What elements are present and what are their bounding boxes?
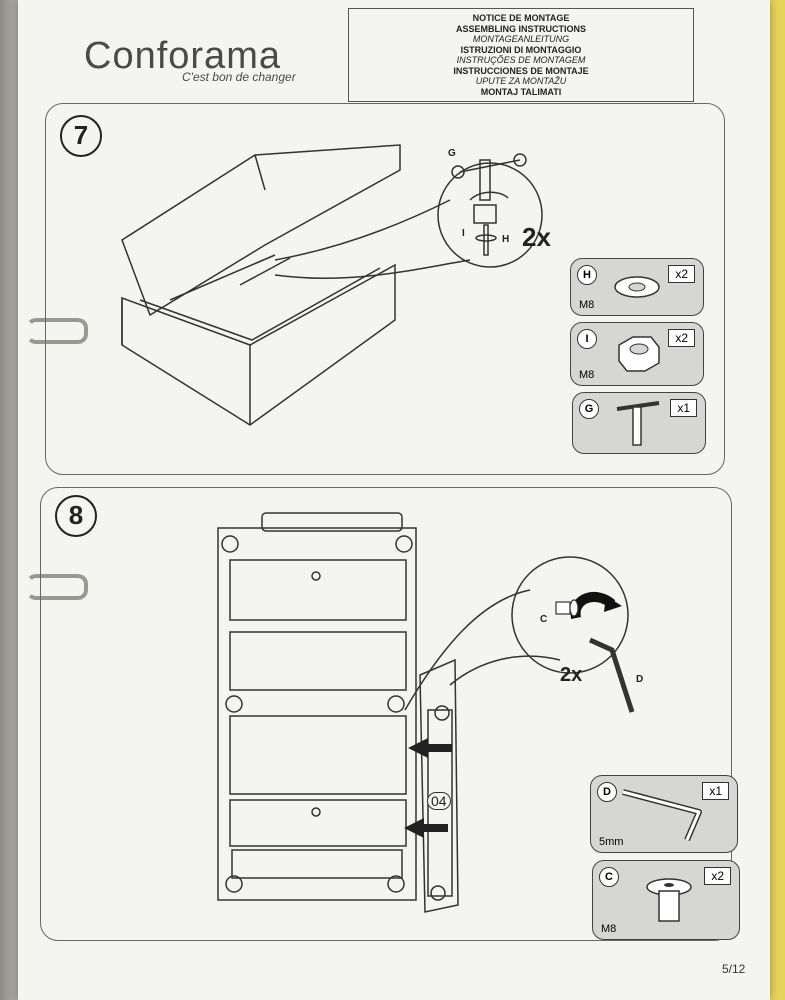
step-8-label-c: C — [540, 614, 548, 625]
part-card-i: I x2 M8 — [570, 322, 704, 386]
part-letter: C — [599, 867, 619, 887]
part-size: M8 — [579, 369, 595, 381]
step-7-number: 7 — [60, 115, 102, 157]
step-8-multiplier: 2x — [560, 664, 583, 686]
part-size: M8 — [579, 299, 595, 311]
brand-logo: Conforama C'est bon de changer — [84, 36, 296, 84]
part-size: M8 — [601, 923, 617, 935]
notice-line: ASSEMBLING INSTRUCTIONS — [455, 23, 586, 34]
notice-line: MONTAGEANLEITUNG — [472, 34, 570, 44]
brand-tagline: C'est bon de changer — [182, 70, 296, 84]
part-card-h: H x2 M8 — [570, 258, 704, 316]
step-8-number: 8 — [55, 495, 97, 537]
notice-line: ISTRUZIONI DI MONTAGGIO — [460, 44, 582, 55]
part-letter: G — [579, 399, 599, 419]
hex-nut-icon — [618, 336, 660, 372]
part-card-g: G x1 — [572, 392, 706, 454]
step-7-panel — [45, 103, 725, 475]
hex-key-icon — [622, 789, 702, 842]
binder-ring-bottom — [26, 574, 88, 600]
washer-icon — [614, 276, 660, 298]
step-8-panel — [40, 487, 732, 941]
part-letter: I — [577, 329, 597, 349]
notice-line: NOTICE DE MONTAGE — [472, 13, 570, 23]
part-quantity: x2 — [704, 867, 731, 885]
brand-name: Conforama — [84, 35, 281, 77]
step-7-multiplier: 2x — [522, 222, 551, 252]
wrench-key-icon — [616, 401, 660, 446]
part-quantity: x1 — [702, 782, 729, 800]
bolt-icon — [646, 878, 692, 922]
binder-ring-top — [26, 318, 88, 344]
notice-line: INSTRUCCIONES DE MONTAJE — [453, 65, 589, 76]
notice-line: INSTRUÇÕES DE MONTAGEM — [456, 55, 586, 65]
notice-line: UPUTE ZA MONTAŽU — [475, 76, 567, 86]
part-letter: H — [577, 265, 597, 285]
notice-line: MONTAJ TALIMATI — [480, 86, 562, 97]
notice-box: NOTICE DE MONTAGE ASSEMBLING INSTRUCTION… — [348, 8, 694, 102]
step-7-label-h: H — [502, 234, 510, 245]
part-size: 5mm — [599, 836, 624, 848]
step-7-label-i: I — [462, 228, 465, 239]
page-number: 5/12 — [722, 962, 746, 976]
part-card-d: D x1 5mm — [590, 775, 738, 853]
step-7-label-g: G — [448, 148, 456, 159]
part-quantity: x2 — [668, 329, 695, 347]
step-8-label-d: D — [636, 674, 644, 685]
panel-number-label: 04 — [427, 792, 451, 810]
part-card-c: C x2 M8 — [592, 860, 740, 940]
part-quantity: x1 — [670, 399, 697, 417]
part-letter: D — [597, 782, 617, 802]
part-quantity: x2 — [668, 265, 695, 283]
